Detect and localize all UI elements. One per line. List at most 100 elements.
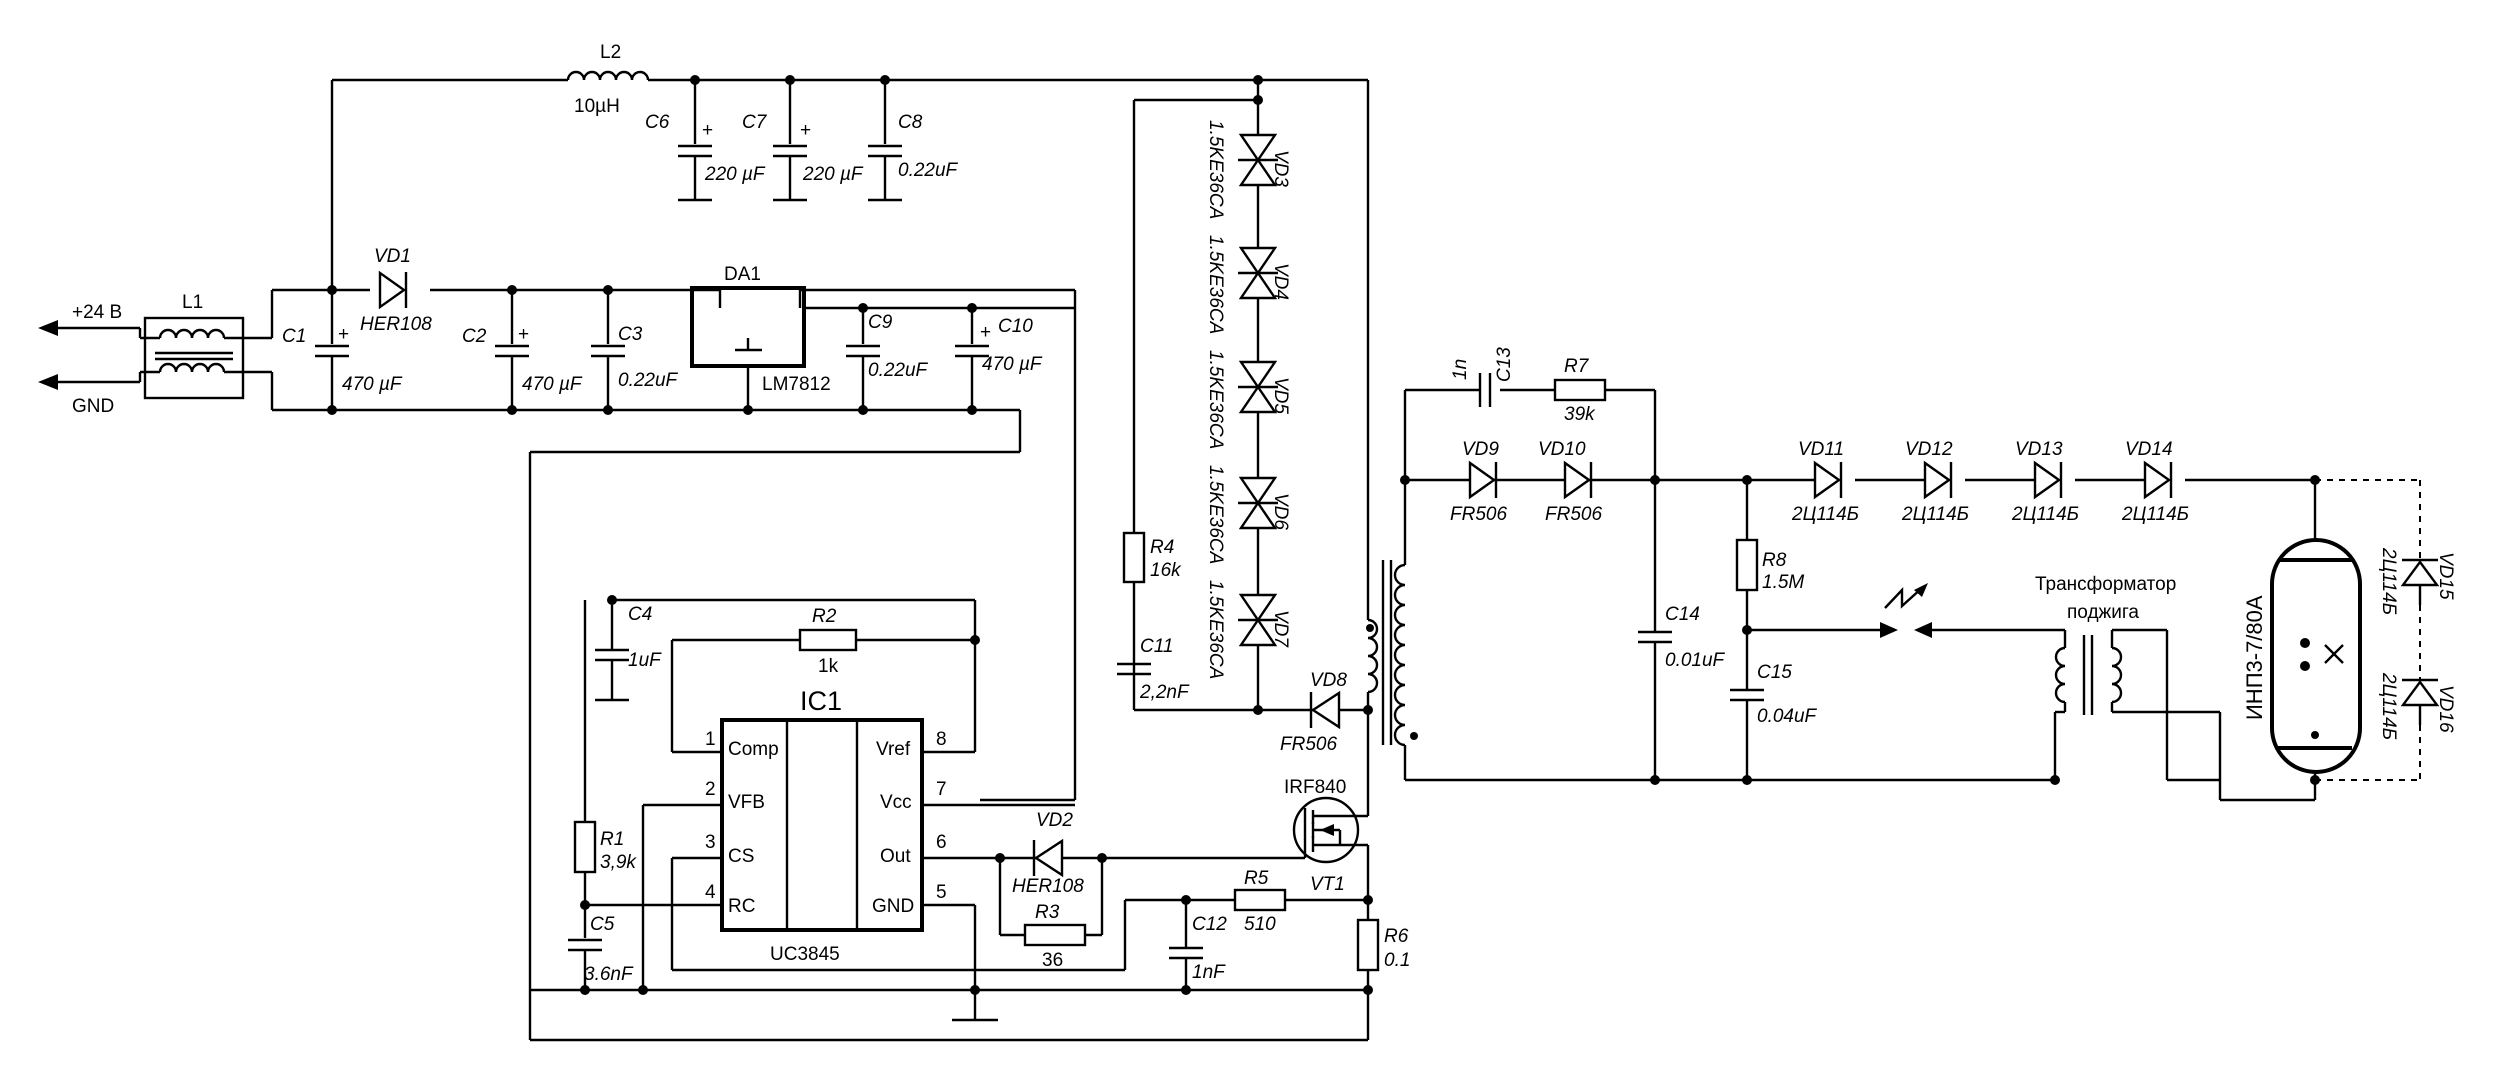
DA1-ref: DA1	[724, 264, 761, 285]
diode-VD1: VD1 HER108	[360, 246, 432, 335]
C8-ref: C8	[898, 112, 923, 133]
C10-ref: C10	[998, 316, 1033, 337]
C1-value: 470 µF	[342, 374, 403, 395]
gnd-label: GND	[72, 396, 114, 417]
pin4-num: 4	[705, 882, 716, 903]
pin2-num: 2	[705, 779, 716, 800]
diode-VD2: VD2 HER108	[1012, 810, 1084, 897]
input-terminals: +24 В GND	[38, 302, 140, 417]
C14-ref: C14	[1665, 604, 1700, 625]
transformer-primary	[1366, 560, 1393, 800]
C6-value: 220 µF	[704, 164, 766, 185]
VD3-value: 1.5KE36CA	[1205, 120, 1226, 219]
VD16-value: 2Ц114Б	[2378, 672, 2399, 740]
VD6-value: 1.5KE36CA	[1205, 465, 1226, 564]
diode-VD9: VD9 FR506	[1450, 439, 1507, 525]
ic-UC3845: IC1 UC3845 Comp VFB CS RC GND Out Vcc Vr…	[705, 686, 947, 965]
IC1-value: UC3845	[770, 944, 840, 965]
ignition-transformer: Трансформатор поджига	[2035, 574, 2222, 782]
C11-ref: C11	[1140, 636, 1173, 657]
VD14-ref: VD14	[2125, 439, 2173, 460]
tvs-diode-VD7: VD7 1.5KE36CA	[1205, 580, 1291, 710]
resistor-R8: R8 1.5M	[1735, 538, 1804, 593]
C5-value: 3.6nF	[584, 964, 634, 985]
C8-value: 0.22uF	[898, 160, 959, 181]
C13-value: 1n	[1450, 359, 1471, 380]
C2-ref: C2	[462, 326, 487, 347]
spark-gap	[1880, 583, 2067, 648]
input-rails	[270, 288, 1077, 990]
pin-cs-name: CS	[728, 846, 754, 867]
mosfet-VT1: IRF840 VT1	[1284, 777, 1370, 920]
pin-vcc-name: Vcc	[880, 792, 912, 813]
R2-ref: R2	[812, 606, 837, 627]
VD8-value: FR506	[1280, 734, 1337, 755]
capacitor-C15: C15 0.04uF	[1730, 662, 1818, 727]
VD10-ref: VD10	[1538, 439, 1586, 460]
tvs-diode-VD4: VD4 1.5KE36CA	[1205, 235, 1291, 362]
trans-line1: Трансформатор	[2035, 574, 2176, 595]
pin-gnd-name: GND	[872, 896, 914, 917]
resistor-R4: R4 16k	[1122, 531, 1182, 584]
R3-ref: R3	[1035, 902, 1060, 923]
VD4-ref: VD4	[1270, 263, 1291, 300]
dashed-diodes	[2315, 479, 2421, 781]
pin5-num: 5	[936, 882, 947, 903]
pin-comp-name: Comp	[728, 739, 779, 760]
VD5-ref: VD5	[1270, 377, 1291, 414]
svg-text:+: +	[518, 324, 529, 345]
diode-VD8: VD8 FR506	[1258, 670, 1368, 755]
pin-rc-name: RC	[728, 896, 755, 917]
pin7-num: 7	[936, 779, 947, 800]
capacitor-C4: C4 1uF	[595, 604, 662, 702]
C9-value: 0.22uF	[868, 360, 929, 381]
C13-ref: C13	[1494, 347, 1515, 382]
diode-VD13: VD13 2Ц114Б	[2011, 439, 2079, 525]
C15-ref: C15	[1757, 662, 1792, 683]
VD10-value: FR506	[1545, 504, 1602, 525]
C10-value: 470 µF	[982, 354, 1043, 375]
VD14-value: 2Ц114Б	[2121, 504, 2189, 525]
VD11-value: 2Ц114Б	[1791, 504, 1859, 525]
R8-value: 1.5M	[1762, 572, 1804, 593]
VD1-ref: VD1	[374, 246, 411, 267]
C9-ref: C9	[868, 312, 893, 333]
VD9-value: FR506	[1450, 504, 1507, 525]
VD6-ref: VD6	[1270, 493, 1291, 530]
capacitor-C9: C9 0.22uF	[846, 308, 929, 410]
R1-ref: R1	[600, 829, 624, 850]
capacitor-C10: + C10 470 µF	[955, 308, 1043, 410]
VT1-ref: VT1	[1310, 874, 1345, 895]
VD16-ref: VD16	[2435, 685, 2456, 733]
C1-ref: C1	[282, 326, 306, 347]
resistor-R5: R5 510	[1233, 868, 1287, 935]
VD3-ref: VD3	[1270, 150, 1291, 187]
trans-line2: поджига	[2067, 602, 2139, 623]
diode-VD10: VD10 FR506	[1538, 439, 1602, 525]
diode-VD11: VD11 2Ц114Б	[1791, 439, 1859, 525]
capacitor-C5: C5 3.6nF	[568, 914, 634, 990]
R2-value: 1k	[818, 656, 839, 677]
R7-value: 39k	[1564, 404, 1596, 425]
resistor-R7: R7 39k	[1553, 356, 1607, 425]
C5-ref: C5	[590, 914, 615, 935]
tvs-diode-VD3: VD3 1.5KE36CA	[1205, 120, 1291, 248]
pin3-num: 3	[705, 832, 716, 853]
diode-VD16: VD16 2Ц114Б	[2378, 672, 2456, 740]
capacitor-C3: C3 0.22uF	[591, 290, 679, 410]
diode-VD12: VD12 2Ц114Б	[1901, 439, 1969, 525]
C2-value: 470 µF	[522, 374, 583, 395]
R5-value: 510	[1244, 914, 1276, 935]
C4-ref: C4	[628, 604, 652, 625]
capacitor-C1: + C1 470 µF	[282, 290, 403, 410]
plus24-label: +24 В	[72, 302, 122, 323]
L2-ref: L2	[600, 42, 621, 63]
VD5-value: 1.5KE36CA	[1205, 350, 1226, 449]
C3-ref: C3	[618, 324, 643, 345]
R5-ref: R5	[1244, 868, 1269, 889]
choke-L1: L1	[138, 292, 272, 400]
VD1-value: HER108	[360, 314, 432, 335]
svg-text:+: +	[980, 322, 991, 343]
resistor-R2: R2 1k	[798, 606, 858, 677]
